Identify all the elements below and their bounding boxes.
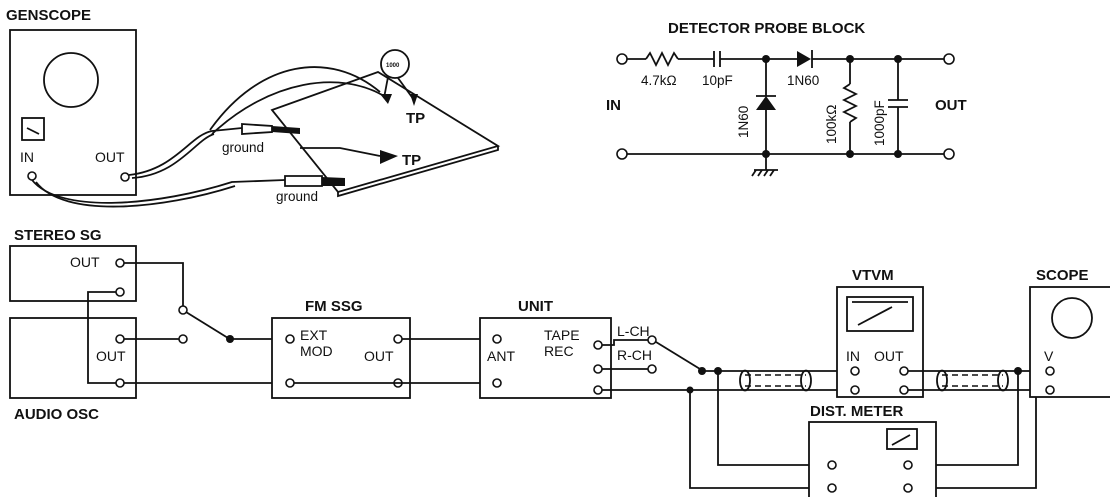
probe-head [380, 49, 410, 79]
vtvm-in-label: IN [846, 348, 860, 364]
probe-title: DETECTOR PROBE BLOCK [668, 20, 865, 37]
genscope-screen [43, 52, 99, 108]
audio-osc-box [9, 317, 137, 399]
probe-in-terminal-top [616, 53, 628, 65]
tp-label-1: TP [406, 110, 425, 127]
probe-out-terminal-top [943, 53, 955, 65]
probe-out-terminal-bottom [943, 148, 955, 160]
out-cable-shield [131, 133, 215, 179]
r1-value: 4.7kΩ [641, 73, 677, 88]
probe-head-mark: 1000 [386, 63, 400, 69]
fm-ssg-title: FM SSG [305, 298, 363, 315]
vtvm-box [836, 286, 924, 398]
scope-v-label: V [1044, 348, 1054, 364]
fm-ssg-box [271, 317, 411, 399]
genscope-title: GENSCOPE [6, 7, 91, 24]
c2-value: 1000pF [872, 100, 887, 146]
audio-osc-out-label: OUT [96, 348, 126, 364]
stereo-sg-section: STEREO SG OUT [9, 227, 137, 302]
meter-icon [21, 117, 45, 141]
d2-label: 1N60 [736, 106, 751, 138]
unit-rch-label: R-CH [617, 347, 652, 363]
shielded-cable-2 [908, 367, 1046, 489]
probe-in-label: IN [606, 97, 621, 114]
probe-out-label: OUT [935, 97, 967, 114]
resistor-4k7-symbol [645, 50, 679, 68]
dist-meter-icon [886, 428, 918, 450]
fm-ssg-ext-label: EXT [300, 327, 328, 343]
tp-probe-tip-1 [380, 94, 392, 104]
probe-cable-2 [211, 81, 385, 135]
scope-box [1029, 286, 1110, 398]
stereo-sg-title: STEREO SG [14, 227, 102, 244]
genscope-in-label: IN [20, 149, 34, 165]
diode-series-symbol [797, 51, 811, 67]
detector-probe-block: DETECTOR PROBE BLOCK IN OUT [606, 20, 967, 177]
input-switch-wiring [87, 262, 286, 384]
r2-value: 100kΩ [824, 105, 839, 144]
scope-section: SCOPE V [1029, 267, 1110, 398]
resistor-100k-symbol [841, 83, 859, 123]
tp-lead [300, 147, 381, 157]
channel-selector-switch [655, 341, 701, 370]
clip-jaw-2 [322, 177, 345, 186]
unit-rec-label: REC [544, 343, 574, 359]
audio-osc-title: AUDIO OSC [14, 406, 99, 423]
genscope-box [9, 29, 137, 196]
tp-probe-tip-2 [380, 150, 398, 164]
channel-switch-wiring [602, 335, 828, 489]
ground-symbol [751, 154, 778, 177]
source-selector-switch [185, 311, 229, 339]
unit-box [479, 317, 612, 399]
fm-ssg-section: FM SSG EXT MOD OUT [271, 298, 411, 399]
vtvm-out-label: OUT [874, 348, 904, 364]
pcb-edge [337, 146, 499, 198]
ground-clip-2 [284, 175, 323, 187]
vtvm-meter-icon [846, 296, 914, 332]
vtvm-section: VTVM IN OUT [836, 267, 924, 398]
in-cable-shield [35, 181, 236, 208]
dist-meter-title: DIST. METER [810, 403, 904, 420]
genscope-out-label: OUT [95, 149, 125, 165]
genscope-section: GENSCOPE IN OUT ground ground 1000 [6, 7, 501, 208]
ground-clip-1 [241, 123, 273, 135]
stereo-sg-out-label: OUT [70, 254, 100, 270]
unit-lch-label: L-CH [617, 323, 650, 339]
scope-title: SCOPE [1036, 267, 1089, 284]
dist-meter-section: DIST. METER [808, 403, 937, 497]
clip-jaw-1 [272, 126, 300, 134]
diode-shunt-symbol [756, 96, 776, 110]
unit-tape-label: TAPE [544, 327, 580, 343]
unit-title: UNIT [518, 298, 553, 315]
genscope-in-terminal [27, 171, 37, 181]
ground-label-2: ground [276, 189, 318, 204]
unit-section: UNIT ANT TAPE REC L-CH R-CH [479, 298, 652, 399]
scope-screen [1051, 297, 1093, 339]
c1-value: 10pF [702, 73, 733, 88]
genscope-out-terminal [120, 172, 130, 182]
vtvm-title: VTVM [852, 267, 894, 284]
tp-label-2: TP [402, 152, 421, 169]
ground-label-1: ground [222, 140, 264, 155]
probe-cable [209, 66, 381, 131]
tp-pin [410, 94, 418, 106]
unit-ant-label: ANT [487, 348, 515, 364]
audio-osc-section: OUT AUDIO OSC [9, 317, 137, 423]
out-cable [128, 127, 243, 176]
d1-label: 1N60 [787, 73, 819, 88]
probe-in-terminal-bottom [616, 148, 628, 160]
fm-ssg-out-label: OUT [364, 348, 394, 364]
shielded-cable-1 [739, 369, 850, 392]
fm-ssg-mod-label: MOD [300, 343, 333, 359]
